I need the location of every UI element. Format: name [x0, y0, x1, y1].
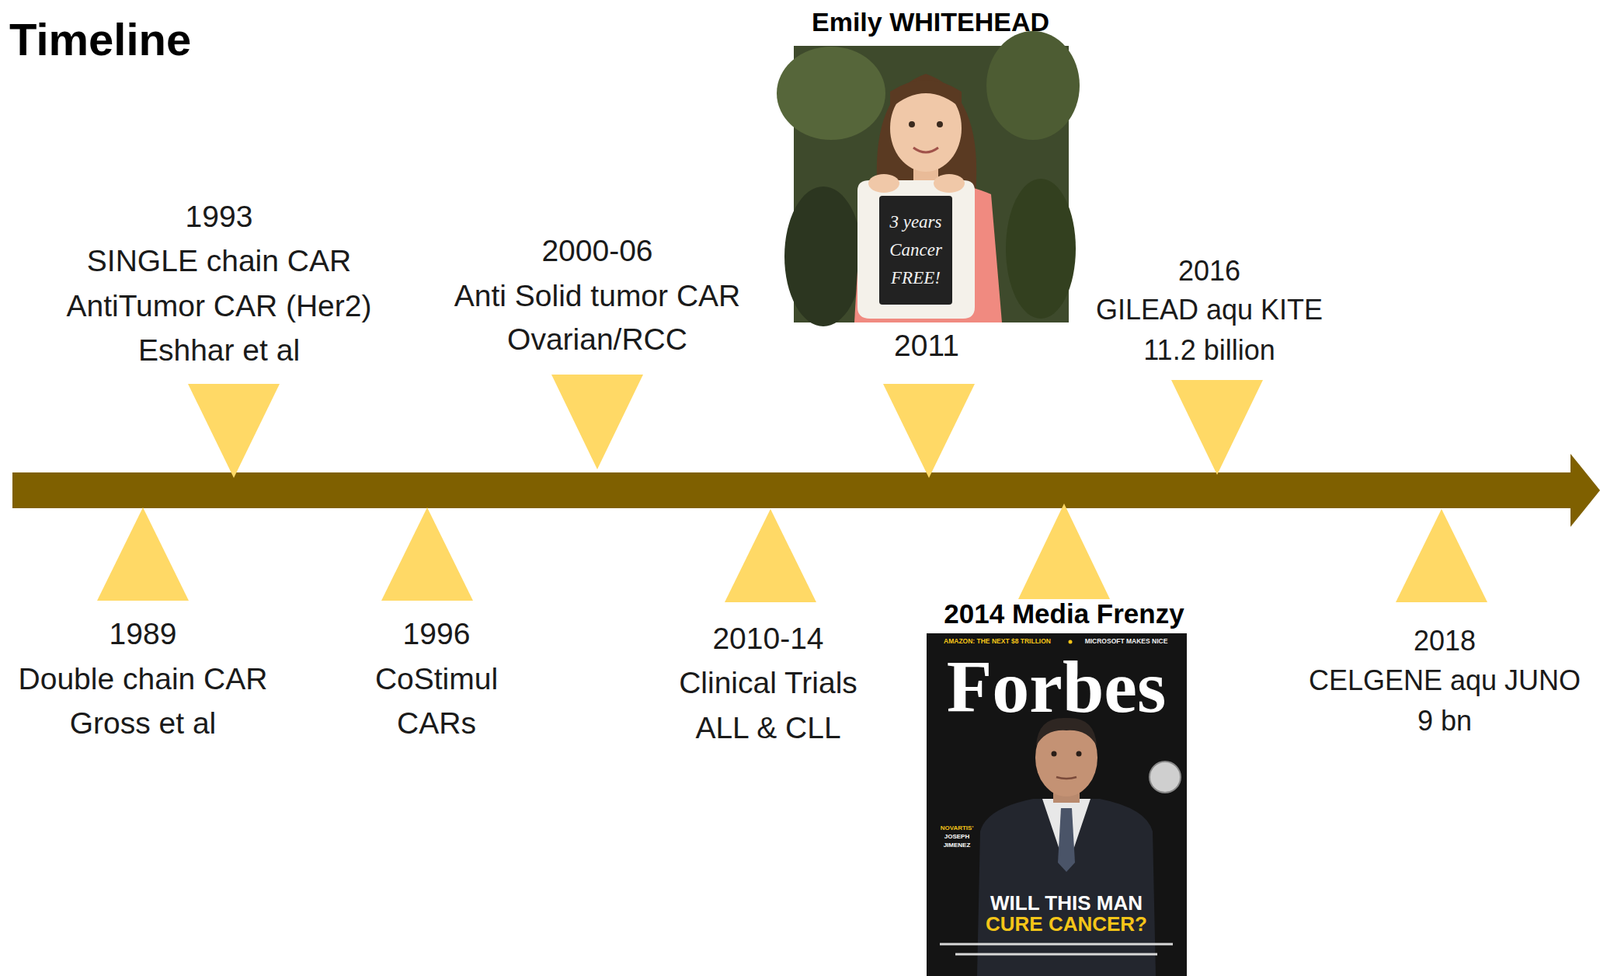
event-text: GILEAD aqu KITE	[1095, 293, 1323, 326]
sign-text: FREE!	[890, 267, 941, 289]
marker-triangle	[1395, 508, 1488, 602]
hand	[868, 173, 900, 193]
event-text: Clinical Trials	[678, 665, 858, 701]
foliage	[986, 31, 1080, 140]
eye	[908, 121, 915, 128]
event-text: Anti Solid tumor CAR	[454, 278, 741, 314]
photo-caption: Emily WHITEHEAD	[811, 6, 1050, 38]
chalkboard	[879, 195, 953, 305]
foliage	[784, 186, 863, 327]
event-text: CARs	[396, 706, 477, 741]
foliage	[1005, 178, 1076, 319]
event-year: 2018	[1413, 624, 1476, 657]
suit	[977, 798, 1156, 976]
marker-triangle	[381, 507, 474, 601]
fringe	[890, 80, 962, 109]
event-year: 1993	[185, 199, 254, 235]
marker-triangle	[551, 374, 644, 470]
sign-text: 3 years	[889, 212, 942, 233]
event-text: SINGLE chain CAR	[86, 243, 352, 279]
tie	[1057, 807, 1075, 872]
eye	[1051, 751, 1058, 757]
event-text: CELGENE aqu JUNO	[1308, 664, 1581, 696]
cover-caption: 2014 Media Frenzy	[943, 598, 1184, 630]
hand	[933, 173, 965, 193]
cover-small-print	[939, 943, 1173, 954]
patient-photo	[776, 31, 1080, 327]
event-year: 2000-06	[541, 233, 653, 269]
cover-headline: AMAZON: THE NEXT $8 TRILLION	[943, 637, 1051, 646]
event-text: ALL & CLL	[695, 710, 841, 746]
sign-frame	[857, 180, 975, 319]
cover-background	[926, 633, 1187, 976]
eye	[1076, 751, 1082, 757]
foliage	[776, 46, 886, 140]
sign-text: Cancer	[889, 240, 943, 261]
event-year: 2010-14	[712, 621, 824, 657]
marker-triangle	[883, 383, 975, 478]
magazine-masthead: Forbes	[946, 649, 1167, 724]
dress	[854, 180, 1002, 324]
cover-headline: WILL THIS MAN	[990, 891, 1143, 915]
cover-headline: MICROSOFT MAKES NICE	[1085, 637, 1169, 646]
marker-triangle	[1018, 503, 1110, 599]
smile	[913, 147, 939, 153]
marker-triangle	[1171, 379, 1263, 475]
eye	[936, 121, 943, 128]
seal-badge	[1149, 761, 1181, 793]
bullet-dot	[1068, 640, 1073, 644]
event-text: Ovarian/RCC	[507, 322, 688, 358]
event-text: Gross et al	[69, 706, 217, 741]
event-text: 11.2 billion	[1143, 333, 1275, 366]
marker-triangle	[724, 508, 817, 602]
timeline-arrowhead	[1570, 453, 1600, 527]
magazine-cover	[926, 633, 1187, 976]
timeline-bar	[12, 472, 1576, 508]
marker-triangle	[187, 383, 280, 478]
mouth	[1056, 776, 1077, 779]
event-text: AntiTumor CAR (Her2)	[66, 288, 373, 324]
marker-triangle	[97, 507, 189, 601]
event-year: 1996	[403, 616, 471, 652]
cover-name: JIMENEZ	[943, 841, 971, 849]
event-year: 1989	[109, 616, 178, 652]
page-title: Timeline	[9, 13, 192, 67]
event-text: Double chain CAR	[18, 661, 268, 697]
event-text: CoStimul	[375, 661, 498, 697]
event-year: 2011	[893, 328, 960, 364]
event-text: Eshhar et al	[138, 333, 300, 369]
event-year: 2016	[1178, 254, 1241, 287]
cover-name: NOVARTIS'	[940, 824, 974, 832]
cover-name: JOSEPH	[944, 832, 970, 840]
event-text: 9 bn	[1417, 704, 1472, 737]
cover-headline: CURE CANCER?	[985, 912, 1148, 936]
